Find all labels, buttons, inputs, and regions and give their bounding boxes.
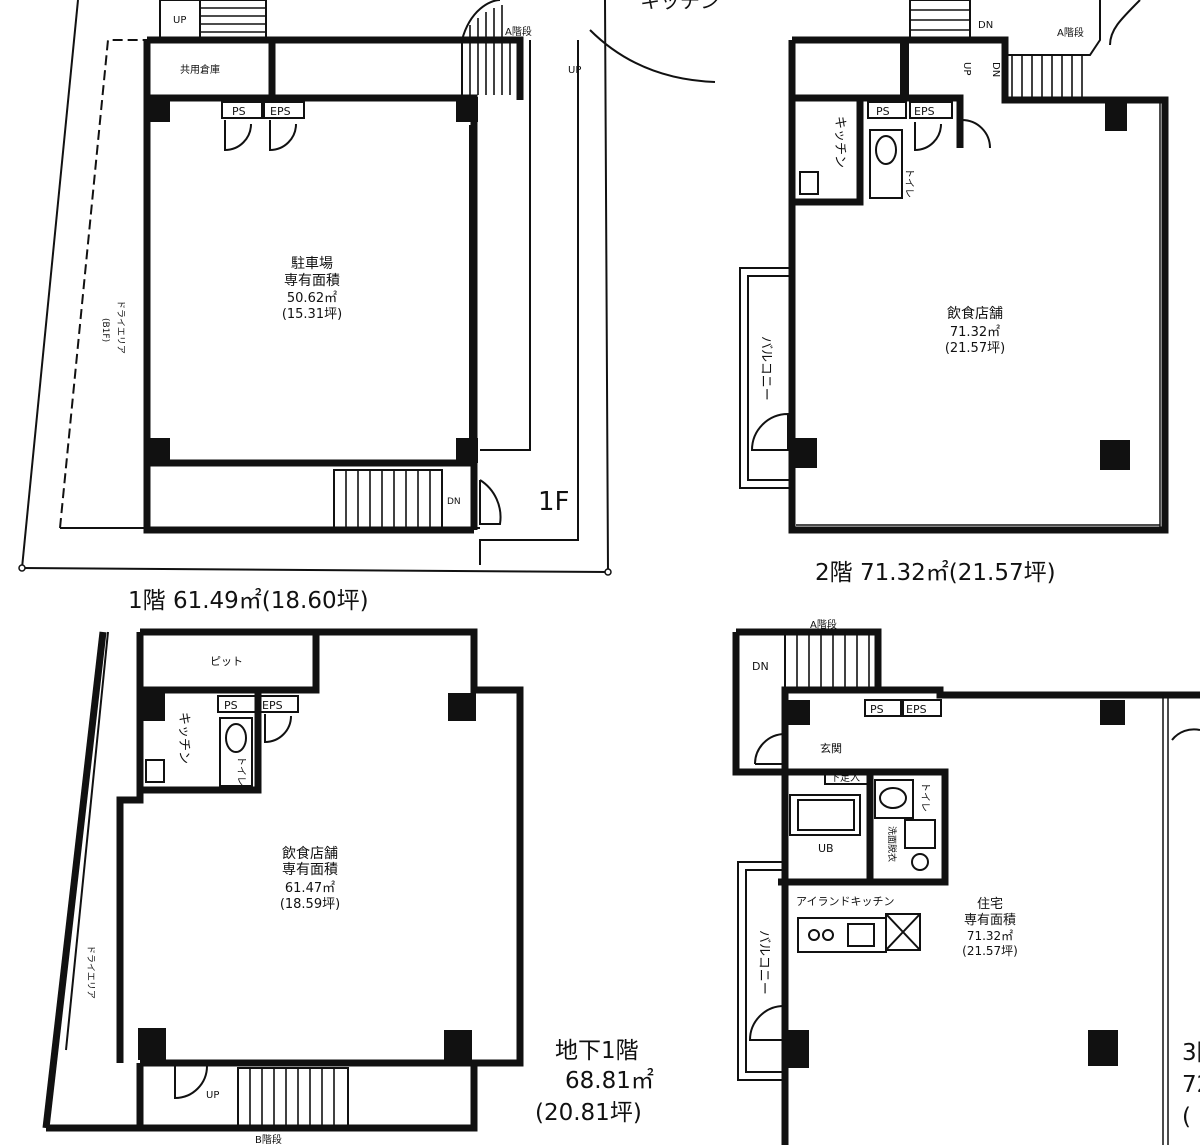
room-sub-1f: 専有面積 xyxy=(284,273,340,289)
caption-3f-cut3: ( xyxy=(1182,1104,1191,1130)
label-up-2f: UP xyxy=(961,62,972,75)
stair-b-b1 xyxy=(237,1067,349,1127)
label-ps-3f: PS xyxy=(870,703,884,716)
label-up-1f: UP xyxy=(568,65,581,76)
wall-b1-slant xyxy=(42,631,107,1129)
label-balcony-3f: バルコニー xyxy=(756,930,771,995)
label-eps-3f: EPS xyxy=(906,703,927,716)
room-tsubo-1f: (15.31坪) xyxy=(282,307,342,322)
label-up-b1: UP xyxy=(206,1090,219,1101)
caption-3f-cut2: 72 xyxy=(1182,1072,1200,1098)
label-ps-2f: PS xyxy=(876,105,890,118)
label-un-1f: UP xyxy=(173,15,186,26)
label-stair-a-1f: A階段 xyxy=(505,25,532,38)
site-boundary-left xyxy=(21,0,79,569)
label-common-storage: 共用倉庫 xyxy=(180,63,220,76)
dry-area-label-b1: ドライエリア xyxy=(85,945,96,999)
label-dn-3f: DN xyxy=(752,660,769,673)
dry-area-label-1f: ドライエリア xyxy=(115,300,126,354)
plan-2f: DN A階段 UP DN キッチン PS EPS トイレ バルコニー 飲食店舗 … xyxy=(739,0,1169,586)
room-tsubo-2f: (21.57坪) xyxy=(945,341,1005,356)
dry-area-sub-1f: (B1F) xyxy=(100,318,110,342)
label-pit-b1: ピット xyxy=(210,655,243,668)
label-dn-2f-top: DN xyxy=(978,20,993,31)
plan-3f: A階段 DN PS EPS 玄関 下足入 UB トイレ 洗面脱衣 アイランドキッ… xyxy=(732,618,1200,1145)
dry-area-outline xyxy=(59,39,150,529)
caption-1f: 1階 61.49㎡(18.60坪) xyxy=(128,588,369,614)
label-kitchen-b1: キッチン xyxy=(176,712,191,764)
room-name-1f: 駐車場 xyxy=(291,255,333,272)
stair-a-3f xyxy=(784,631,879,691)
stair-a-2f xyxy=(909,0,1141,98)
room-tsubo-3f: (21.57坪) xyxy=(962,944,1018,958)
room-sub-3f: 専有面積 xyxy=(964,913,1016,928)
wall-2f-outer xyxy=(788,40,1169,534)
label-toilet-2f: トイレ xyxy=(903,168,914,198)
stair-a-1f xyxy=(461,0,521,98)
floor-mark-1f: 1F xyxy=(538,487,570,517)
room-area-b1: 61.47㎡ xyxy=(285,881,335,896)
label-entrance-3f: 玄関 xyxy=(820,741,842,755)
label-island-3f: アイランドキッチン xyxy=(796,895,894,908)
label-dn-1f: DN xyxy=(447,497,461,507)
stair-bottom-1f xyxy=(333,469,443,529)
label-wash-3f: 洗面脱衣 xyxy=(886,826,898,862)
room-name-3f: 住宅 xyxy=(977,897,1003,912)
label-eps-2f: EPS xyxy=(914,105,935,118)
room-name-b1: 飲食店舗 xyxy=(282,845,338,862)
label-kitchen-2f: キッチン xyxy=(832,116,847,168)
label-eps-1f: EPS xyxy=(270,105,291,118)
room-tsubo-b1: (18.59坪) xyxy=(280,897,340,912)
caption-b1-line3: (20.81坪) xyxy=(535,1100,642,1126)
label-shoe-3f: 下足入 xyxy=(830,772,860,784)
label-stair-a-2f: A階段 xyxy=(1057,26,1084,39)
room-area-3f: 71.32㎡ xyxy=(967,929,1013,943)
plan-b1: ピット PS EPS キッチン トイレ 飲食店舗 専有面積 61.47㎡ (18… xyxy=(42,628,654,1145)
label-ps-1f: PS xyxy=(232,105,246,118)
label-balcony-2f: バルコニー xyxy=(758,336,773,401)
label-stair-a-3f: A階段 xyxy=(810,618,837,631)
room-area-2f: 71.32㎡ xyxy=(950,325,1000,340)
label-ub-3f: UB xyxy=(818,842,834,855)
wall-1f-outer xyxy=(143,40,474,534)
stair-top-1f xyxy=(199,0,267,41)
label-dn-2f: DN xyxy=(990,62,1001,77)
label-ps-b1: PS xyxy=(224,699,238,712)
plan-1f: A階段 UP UP 共用倉庫 PS EPS 駐車場 専有面積 50.62㎡ (1… xyxy=(18,0,612,614)
caption-2f: 2階 71.32㎡(21.57坪) xyxy=(815,560,1056,586)
label-toilet-3f: トイレ xyxy=(919,782,930,812)
caption-b1-line1: 地下1階 xyxy=(555,1038,639,1064)
label-eps-b1: EPS xyxy=(262,699,283,712)
label-stair-b-b1: B階段 xyxy=(255,1133,282,1145)
room-name-2f: 飲食店舗 xyxy=(947,305,1003,322)
room-sub-b1: 専有面積 xyxy=(282,862,338,878)
room-area-1f: 50.62㎡ xyxy=(287,291,337,306)
top-note: キッチン xyxy=(640,0,720,13)
caption-b1-line2: 68.81㎡ xyxy=(565,1068,654,1094)
label-toilet-b1: トイレ xyxy=(235,756,246,786)
caption-3f-cut: 3階 xyxy=(1182,1040,1200,1066)
stray-line xyxy=(589,29,716,83)
